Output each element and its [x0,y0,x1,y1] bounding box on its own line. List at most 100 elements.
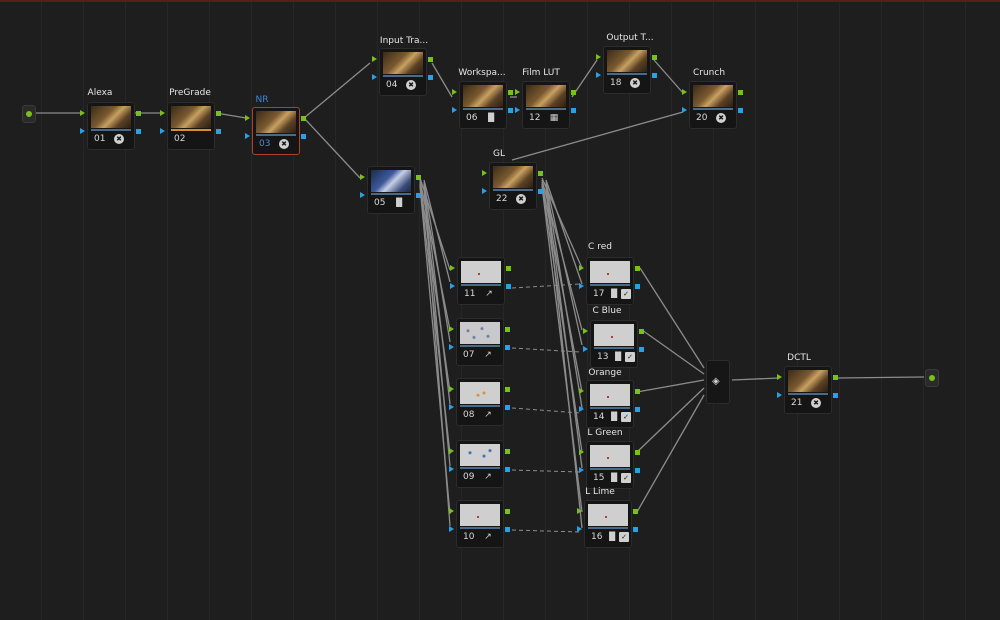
dropdown-check-icon[interactable]: ✓ [621,412,631,422]
rgb-output-port[interactable] [508,90,513,95]
source-input-endpoint[interactable] [22,105,36,123]
rgb-input-port[interactable] [682,89,687,95]
key-input-port[interactable] [579,406,584,412]
rgb-input-port[interactable] [449,386,454,392]
key-input-port[interactable] [452,107,457,113]
node-alexa[interactable]: 01✖ [87,102,135,150]
node-n11[interactable]: 11↗ [457,257,505,305]
rgb-input-port[interactable] [360,174,365,180]
rgb-output-port[interactable] [301,116,306,121]
key-output-port[interactable] [428,75,433,80]
rgb-output-port[interactable] [571,90,576,95]
rgb-input-port[interactable] [579,449,584,455]
key-output-port[interactable] [538,189,543,194]
rgb-input-port[interactable] [80,110,85,116]
rgb-output-port[interactable] [136,111,141,116]
node-pregrade[interactable]: 02 [167,102,215,150]
key-output-port[interactable] [639,347,644,352]
node-output[interactable]: 18✖ [603,46,651,94]
node-nr[interactable]: 03✖ [252,107,300,155]
rgb-output-port[interactable] [505,387,510,392]
key-input-port[interactable] [579,467,584,473]
key-output-port[interactable] [508,108,513,113]
rgb-input-port[interactable] [579,388,584,394]
rgb-input-port[interactable] [577,508,582,514]
key-output-port[interactable] [301,134,306,139]
rgb-output-port[interactable] [505,327,510,332]
key-output-port[interactable] [505,527,510,532]
rgb-output-port[interactable] [416,175,421,180]
key-input-port[interactable] [160,128,165,134]
key-input-port[interactable] [245,133,250,139]
key-output-port[interactable] [571,108,576,113]
node-cblue[interactable]: 13▐▌✓ [590,320,638,368]
dropdown-check-icon[interactable]: ✓ [621,289,631,299]
rgb-output-port[interactable] [505,449,510,454]
rgb-output-port[interactable] [633,509,638,514]
dropdown-check-icon[interactable]: ✓ [619,532,629,542]
rgb-input-port[interactable] [160,110,165,116]
layer-mixer-node[interactable]: ◈ [706,360,730,404]
key-input-port[interactable] [583,346,588,352]
key-input-port[interactable] [515,107,520,113]
rgb-output-port[interactable] [538,171,543,176]
key-input-port[interactable] [449,466,454,472]
node-gl[interactable]: 22✖ [489,162,537,210]
key-output-port[interactable] [635,468,640,473]
key-output-port[interactable] [505,405,510,410]
rgb-output-port[interactable] [635,450,640,455]
node-llime[interactable]: 16▐▌✓ [584,500,632,548]
key-output-port[interactable] [833,393,838,398]
node-orange[interactable]: 14▐▌✓ [586,380,634,428]
rgb-input-port[interactable] [245,115,250,121]
rgb-output-port[interactable] [635,389,640,394]
key-input-port[interactable] [449,344,454,350]
key-output-port[interactable] [635,284,640,289]
rgb-output-port[interactable] [506,266,511,271]
key-output-port[interactable] [738,108,743,113]
node-crunch[interactable]: 20✖ [689,81,737,129]
key-output-port[interactable] [416,193,421,198]
rgb-output-port[interactable] [428,57,433,62]
rgb-output-port[interactable] [505,509,510,514]
key-output-port[interactable] [136,129,141,134]
rgb-input-port[interactable] [449,326,454,332]
key-input-port[interactable] [449,404,454,410]
key-input-port[interactable] [449,526,454,532]
key-input-port[interactable] [577,526,582,532]
key-output-port[interactable] [216,129,221,134]
rgb-output-port[interactable] [639,329,644,334]
rgb-input-port[interactable] [450,265,455,271]
rgb-input-port[interactable] [449,508,454,514]
node-dctl[interactable]: 21✖ [784,366,832,414]
rgb-output-port[interactable] [738,90,743,95]
output-endpoint[interactable] [925,369,939,387]
dropdown-check-icon[interactable]: ✓ [625,352,635,362]
rgb-input-port[interactable] [452,89,457,95]
node-filmlut[interactable]: 12▦ [522,81,570,129]
node-input[interactable]: 04✖ [379,48,427,96]
key-input-port[interactable] [596,72,601,78]
node-work[interactable]: 06▐▌ [459,81,507,129]
dropdown-check-icon[interactable]: ✓ [621,473,631,483]
node-n07[interactable]: 07↗ [456,318,504,366]
node-cred[interactable]: 17▐▌✓ [586,257,634,305]
rgb-output-port[interactable] [652,55,657,60]
key-input-port[interactable] [482,188,487,194]
key-output-port[interactable] [635,407,640,412]
node-lgreen[interactable]: 15▐▌✓ [586,441,634,489]
key-input-port[interactable] [579,283,584,289]
node-n08[interactable]: 08↗ [456,378,504,426]
rgb-input-port[interactable] [482,170,487,176]
rgb-input-port[interactable] [515,89,520,95]
node-n09[interactable]: 09↗ [456,440,504,488]
key-output-port[interactable] [505,467,510,472]
rgb-output-port[interactable] [635,266,640,271]
key-input-port[interactable] [682,107,687,113]
key-input-port[interactable] [450,283,455,289]
key-input-port[interactable] [777,392,782,398]
key-output-port[interactable] [633,527,638,532]
rgb-output-port[interactable] [216,111,221,116]
key-output-port[interactable] [506,284,511,289]
rgb-input-port[interactable] [449,448,454,454]
